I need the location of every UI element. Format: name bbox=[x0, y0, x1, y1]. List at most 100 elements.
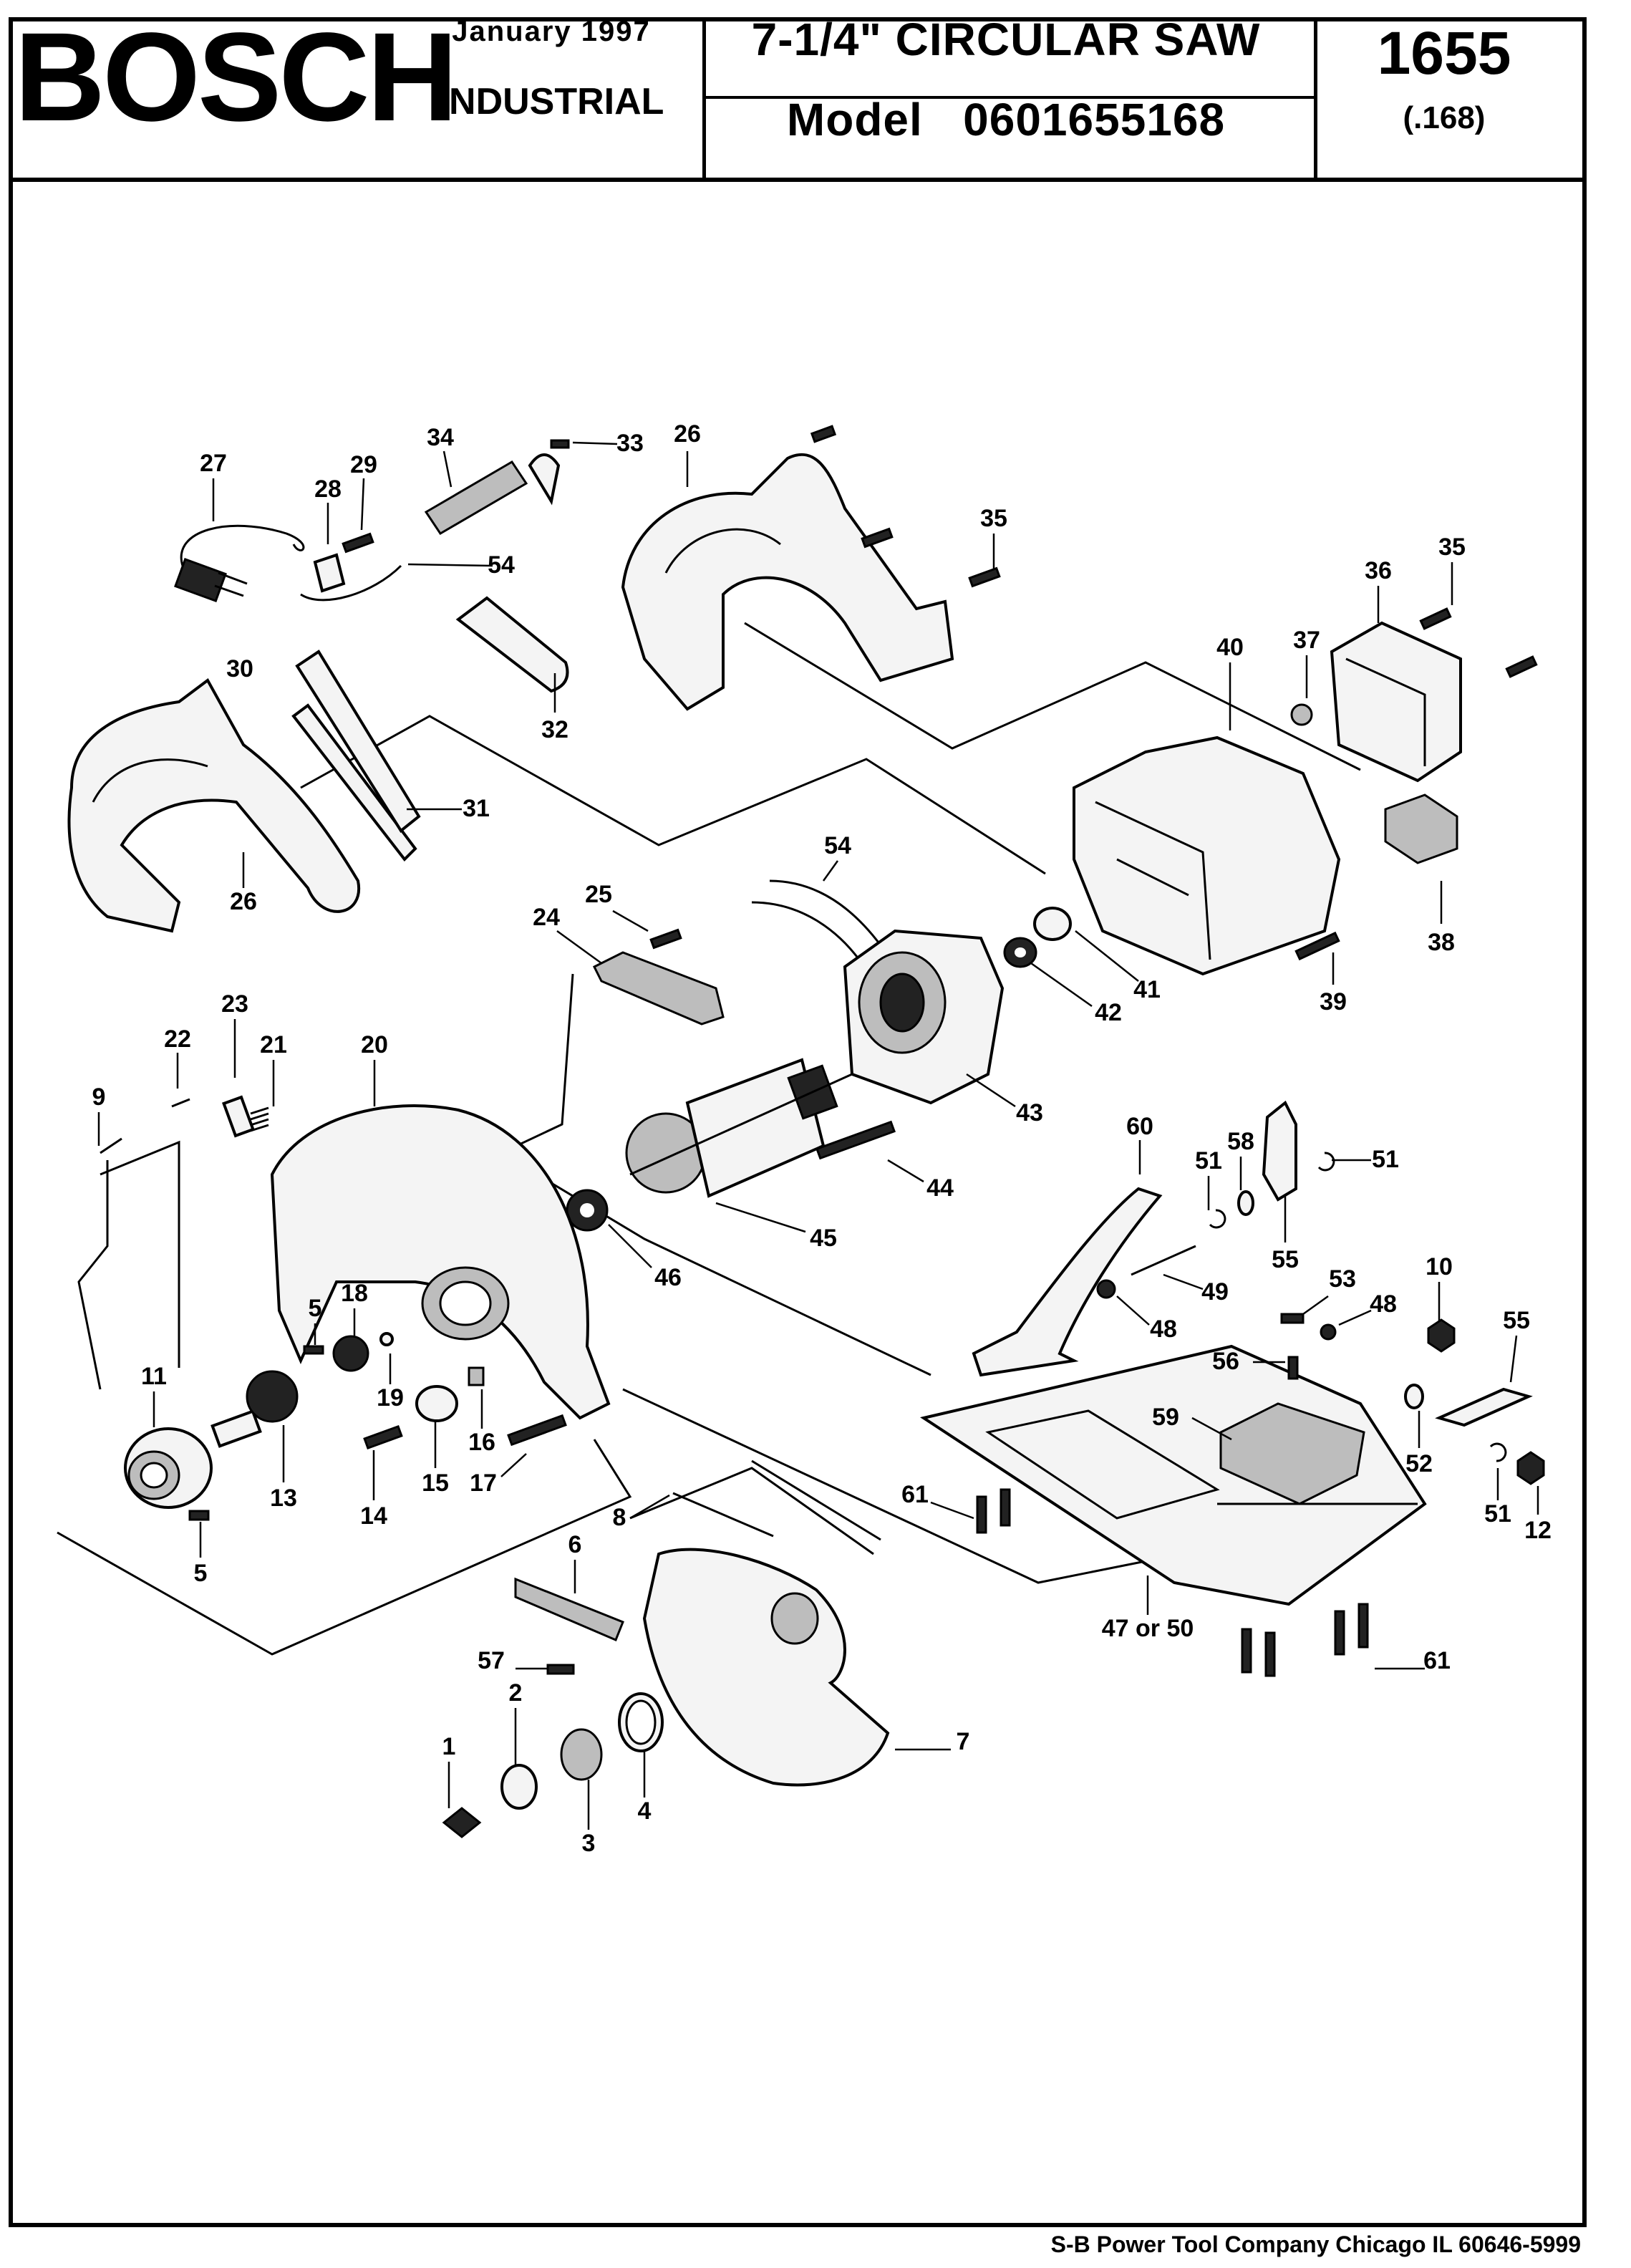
screw-53 bbox=[1280, 1313, 1305, 1324]
bearing-sleeve bbox=[1033, 907, 1072, 941]
part-callout: 16 bbox=[468, 1429, 495, 1456]
division-label: INDUSTRIAL bbox=[438, 81, 664, 122]
retaining-ring bbox=[379, 1332, 394, 1346]
part-callout: 15 bbox=[422, 1470, 449, 1497]
part-callout: 38 bbox=[1428, 929, 1455, 956]
screw-56 bbox=[1287, 1356, 1299, 1380]
part-callout: 32 bbox=[541, 716, 568, 743]
pin bbox=[171, 1098, 190, 1108]
part-callout: 9 bbox=[92, 1084, 106, 1111]
part-callout: 6 bbox=[568, 1531, 582, 1558]
nut-12 bbox=[1516, 1451, 1545, 1485]
part-callout: 44 bbox=[926, 1174, 954, 1202]
tool-number: 1655 bbox=[1377, 19, 1511, 87]
armature bbox=[625, 1058, 853, 1198]
part-callout: 23 bbox=[221, 990, 248, 1018]
plug bbox=[1290, 703, 1313, 726]
part-callout: 28 bbox=[314, 476, 342, 503]
part-callout: 19 bbox=[377, 1384, 404, 1412]
clip-51 bbox=[1489, 1442, 1507, 1462]
lever-group-outline bbox=[100, 1140, 180, 1368]
part-callout: 54 bbox=[488, 551, 515, 579]
part-callout: 48 bbox=[1370, 1290, 1397, 1318]
screw-17 bbox=[507, 1414, 567, 1447]
part-callout: 14 bbox=[360, 1502, 387, 1530]
bevel-bracket bbox=[972, 1187, 1163, 1377]
screw-5 bbox=[188, 1510, 210, 1521]
bevel-lever bbox=[1262, 1100, 1297, 1202]
guard-link-outline bbox=[629, 1467, 874, 1555]
part-callout: 54 bbox=[824, 832, 851, 859]
part-callout: 60 bbox=[1126, 1113, 1153, 1140]
part-callout: 7 bbox=[957, 1728, 970, 1755]
rear-handle-half bbox=[621, 425, 1001, 711]
part-callout: 51 bbox=[1372, 1146, 1399, 1173]
part-callout: 37 bbox=[1293, 627, 1320, 654]
depth-lever bbox=[77, 1137, 122, 1390]
part-callout: 35 bbox=[980, 505, 1007, 532]
tool-subnumber: (.168) bbox=[1403, 100, 1486, 135]
brand-cell bbox=[9, 17, 706, 178]
part-callout: 52 bbox=[1405, 1450, 1433, 1477]
cord-clamp bbox=[300, 532, 402, 602]
screw-57 bbox=[546, 1664, 575, 1675]
part-callout: 25 bbox=[585, 881, 612, 908]
part-callout: 41 bbox=[1133, 976, 1161, 1003]
switch bbox=[424, 439, 570, 536]
needle-bearing bbox=[332, 1335, 369, 1372]
lower-guard-outline bbox=[751, 1459, 881, 1541]
power-cord bbox=[174, 524, 305, 602]
sleeve bbox=[222, 1095, 255, 1138]
part-callout: 5 bbox=[309, 1295, 322, 1322]
clamp-lever bbox=[592, 951, 725, 1026]
title-divider bbox=[706, 96, 1315, 99]
part-callout: 30 bbox=[226, 655, 253, 682]
part-callout: 1 bbox=[442, 1733, 456, 1760]
spring bbox=[250, 1106, 269, 1132]
part-callout: 31 bbox=[463, 795, 490, 822]
washer-48b bbox=[1320, 1323, 1337, 1341]
part-callout: 2 bbox=[509, 1679, 523, 1707]
part-callout: 13 bbox=[270, 1485, 297, 1512]
part-callout: 36 bbox=[1365, 557, 1392, 584]
part-callout: 21 bbox=[260, 1031, 287, 1058]
strain-relief bbox=[455, 596, 569, 693]
part-callout: 35 bbox=[1438, 534, 1466, 561]
pivot-pin bbox=[1131, 1245, 1196, 1276]
lower-blade-guard bbox=[642, 1548, 890, 1787]
part-callout: 3 bbox=[582, 1830, 596, 1857]
main-handle bbox=[67, 678, 361, 933]
part-callout: 47 or 50 bbox=[1102, 1615, 1194, 1642]
part-callout: 46 bbox=[654, 1264, 682, 1291]
field-stator bbox=[843, 929, 1005, 1105]
washer-52 bbox=[1404, 1384, 1424, 1409]
nut-10 bbox=[1427, 1318, 1456, 1353]
part-callout: 49 bbox=[1201, 1278, 1229, 1306]
stop bbox=[468, 1366, 485, 1386]
part-callout: 55 bbox=[1503, 1307, 1530, 1334]
part-callout: 26 bbox=[674, 420, 701, 448]
field-leads bbox=[751, 879, 882, 960]
part-callout: 53 bbox=[1329, 1265, 1356, 1293]
motor-group-outline bbox=[744, 622, 1361, 771]
part-callout: 59 bbox=[1152, 1404, 1179, 1431]
part-callout: 61 bbox=[901, 1481, 929, 1508]
group-outlines bbox=[57, 622, 1361, 1656]
part-callout: 12 bbox=[1524, 1517, 1552, 1544]
guard-spring bbox=[672, 1492, 774, 1538]
part-callout: 18 bbox=[341, 1280, 368, 1307]
screw-14 bbox=[363, 1424, 403, 1450]
brand-logo: BOSCH bbox=[14, 7, 458, 148]
lower-group-outline bbox=[57, 1439, 632, 1656]
part-callout: 55 bbox=[1272, 1246, 1299, 1273]
base-screws bbox=[976, 1488, 1369, 1677]
screw-small bbox=[303, 1345, 324, 1355]
part-callout: 51 bbox=[1195, 1147, 1222, 1174]
blade-bolt bbox=[442, 1807, 482, 1838]
part-callout: 29 bbox=[350, 451, 377, 478]
brush-cover bbox=[1330, 607, 1538, 783]
guard-lever bbox=[514, 1577, 624, 1641]
part-callout: 58 bbox=[1227, 1128, 1254, 1155]
